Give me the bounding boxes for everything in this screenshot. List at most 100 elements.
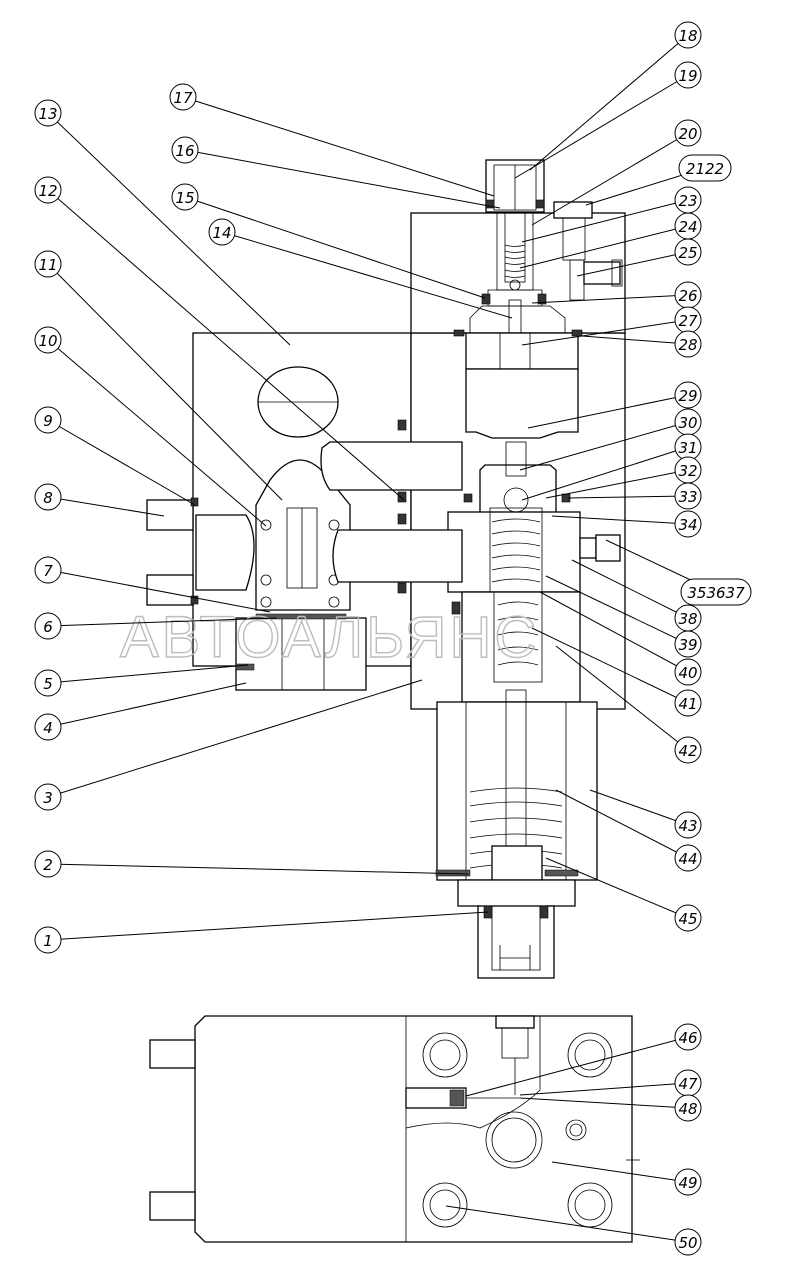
leader-line [47, 682, 247, 728]
callout-c8: 8 [34, 483, 165, 517]
callout-bubble [34, 483, 62, 511]
callout-number: 38 [678, 610, 697, 628]
leader-line [571, 559, 689, 619]
callout-c26: 26 [531, 281, 702, 309]
watermark: АВТОАЛЬЯНС [120, 605, 539, 670]
leader-line [531, 627, 689, 704]
callout-number: 39 [678, 636, 697, 654]
leader-line [47, 419, 196, 506]
callout-number: 5 [43, 675, 53, 693]
leader-line [589, 789, 689, 826]
callout-bubble [208, 218, 236, 246]
callout-c9: 9 [34, 406, 196, 506]
callout-number: 44 [678, 850, 697, 868]
leader-line [545, 575, 689, 645]
callout-c25: 25 [576, 238, 702, 277]
callout-number: 4 [43, 719, 53, 737]
callout-c18: 18 [529, 21, 702, 171]
leader-line [551, 515, 689, 525]
callout-bubble [34, 406, 62, 434]
leader-line [519, 421, 689, 471]
callout-bubble [674, 1168, 702, 1196]
callout-bubble [674, 689, 702, 717]
leader-line [567, 495, 689, 499]
callout-number: 9 [43, 412, 53, 430]
callout-bubble [34, 850, 62, 878]
valve-plan-view [149, 1015, 640, 1243]
callout-number: 28 [678, 336, 697, 354]
leader-line [555, 645, 689, 751]
callout-c1: 1 [34, 911, 489, 954]
callout-bubble [34, 326, 62, 354]
callout-number: 14 [212, 224, 231, 242]
leader-line [184, 196, 486, 299]
leader-line [47, 496, 165, 517]
leader-line [519, 1097, 689, 1109]
leader-line [581, 335, 689, 345]
callout-number: 45 [678, 910, 697, 928]
callout-number: 3 [43, 789, 53, 807]
callout-number: 16 [175, 142, 194, 160]
callout-number: 47 [678, 1075, 698, 1093]
callout-number: 26 [678, 287, 697, 305]
main-spring [469, 787, 563, 869]
callout-number: 40 [678, 664, 697, 682]
callout-number: 8 [43, 489, 53, 507]
callout-number: 49 [678, 1174, 697, 1192]
leader-line [531, 132, 689, 226]
callout-bubble [674, 61, 702, 89]
callout-number: 18 [678, 27, 697, 45]
leader-line [47, 263, 283, 501]
callout-c10: 10 [34, 326, 267, 527]
callout-c39: 39 [545, 575, 702, 658]
callout-c5: 5 [34, 664, 249, 697]
leader-line [47, 911, 489, 941]
leader-line [539, 591, 689, 673]
stud-lower [146, 574, 194, 606]
callout-c12: 12 [34, 176, 405, 501]
leader-line [47, 569, 271, 613]
callout-bubble [34, 99, 62, 127]
callout-c40: 40 [539, 591, 702, 686]
callout-number: 19 [678, 67, 697, 85]
callout-number: 17 [173, 89, 193, 107]
callout-number: 23 [678, 192, 697, 210]
callout-c42: 42 [555, 645, 702, 764]
leader-line [465, 1036, 689, 1097]
callout-c7: 7 [34, 556, 271, 613]
leader-line [551, 1161, 689, 1183]
callout-bubble [674, 1228, 702, 1256]
callout-bubble [171, 183, 199, 211]
callout-number: 7 [43, 562, 53, 580]
callout-number: 10 [38, 332, 57, 350]
stem-spring [504, 244, 526, 278]
callout-c45: 45 [545, 857, 702, 932]
callout-bubble [674, 811, 702, 839]
callout-c48: 48 [519, 1094, 702, 1122]
callout-number: 32 [678, 462, 697, 480]
callout-bubble [674, 21, 702, 49]
callout-bubble [674, 330, 702, 358]
check-spring [491, 518, 541, 583]
callout-c14: 14 [208, 218, 513, 319]
callout-bubble [34, 250, 62, 278]
callout-number: 46 [678, 1029, 697, 1047]
callout-bubble [674, 238, 702, 266]
callout-number: 2122 [686, 160, 724, 178]
leader-line [445, 1205, 689, 1243]
leader-line [47, 664, 249, 684]
callout-number: 15 [175, 189, 194, 207]
callout-bubble [34, 926, 62, 954]
callout-c35: 353637 [605, 539, 752, 606]
callout-bubble [674, 904, 702, 932]
callout-c11: 11 [34, 250, 283, 501]
leader-line [47, 679, 423, 798]
callout-c33: 33 [567, 482, 702, 510]
callout-number: 31 [678, 439, 697, 457]
leader-line [521, 319, 689, 346]
callout-c38: 38 [571, 559, 702, 632]
callout-c21: 2122 [585, 154, 732, 206]
callout-bubble [674, 1023, 702, 1051]
callout-number: 41 [678, 695, 697, 713]
